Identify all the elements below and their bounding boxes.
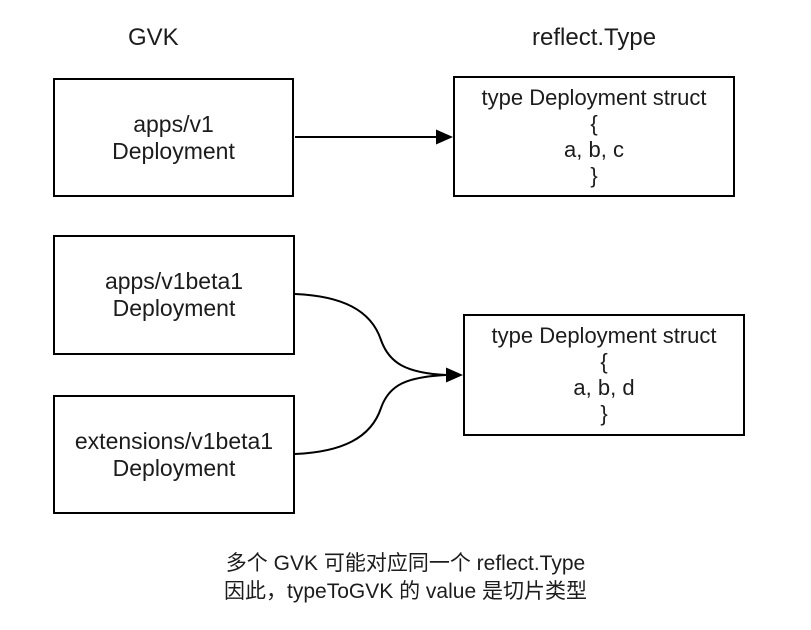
gvk-group-version: apps/v1 xyxy=(133,110,214,137)
struct-close-brace: } xyxy=(600,401,608,426)
caption-line-1: 多个 GVK 可能对应同一个 reflect.Type xyxy=(225,552,586,575)
caption-line-2: 因此，typeToGVK 的 value 是切片类型 xyxy=(224,580,587,603)
struct-fields: a, b, d xyxy=(573,375,635,400)
gvk-group-version: apps/v1beta1 xyxy=(104,268,244,294)
column-header-gvk: GVK xyxy=(128,24,179,51)
struct-decl: type Deployment struct xyxy=(491,323,717,348)
curve-apps-v1beta1-to-type xyxy=(294,293,447,376)
gvk-kind: Deployment xyxy=(112,137,235,164)
gvk-box-apps-v1beta1: apps/v1beta1 Deployment xyxy=(53,235,295,355)
struct-open-brace: { xyxy=(590,110,598,136)
gvk-kind: Deployment xyxy=(112,454,236,481)
struct-close-brace: } xyxy=(590,162,598,188)
gvk-kind: Deployment xyxy=(112,295,236,321)
struct-decl: type Deployment struct xyxy=(481,84,707,110)
type-box-abc: type Deployment struct { a, b, c } xyxy=(453,76,735,197)
arrowhead-apps-v1 xyxy=(436,129,453,145)
gvk-group-version: extensions/v1beta1 xyxy=(74,427,274,454)
struct-fields: a, b, c xyxy=(564,136,624,162)
curve-extensions-v1beta1-to-type xyxy=(294,374,447,455)
column-header-reflect-type: reflect.Type xyxy=(532,24,657,51)
arrowhead-merged xyxy=(446,367,463,383)
struct-open-brace: { xyxy=(600,349,608,374)
type-box-abd: type Deployment struct { a, b, d } xyxy=(463,314,745,436)
caption: 多个 GVK 可能对应同一个 reflect.Type 因此，typeToGVK… xyxy=(0,550,811,606)
gvk-box-apps-v1: apps/v1 Deployment xyxy=(53,78,294,197)
gvk-box-extensions-v1beta1: extensions/v1beta1 Deployment xyxy=(53,395,295,514)
